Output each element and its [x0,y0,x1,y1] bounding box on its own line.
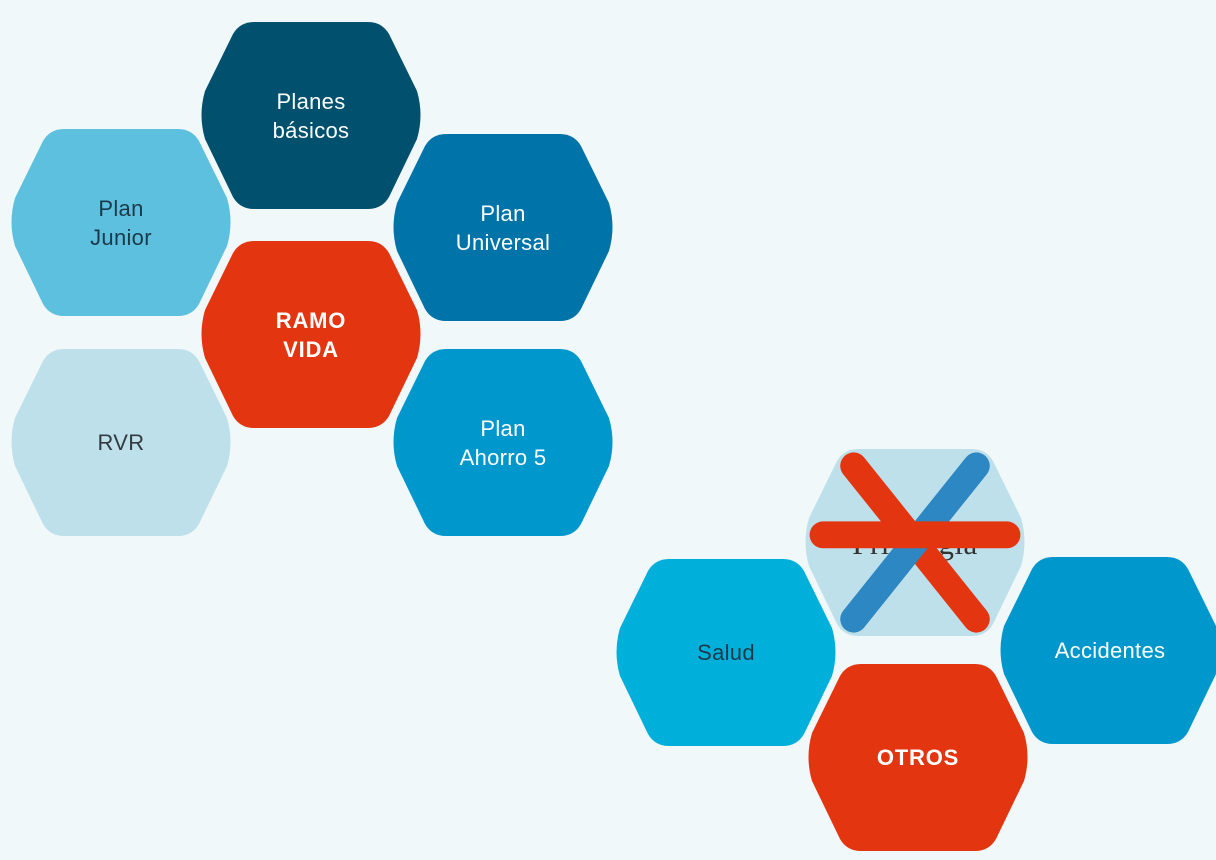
hex-shape [393,349,613,536]
hex-shape [201,241,421,428]
hex-plan-universal[interactable]: Plan Universal [388,125,618,330]
hex-otros[interactable]: OTROS [803,655,1033,860]
hex-plan-junior[interactable]: Plan Junior [6,120,236,325]
hex-label: Plan Junior [90,195,152,250]
hex-shape [1000,557,1216,744]
hex-label: Planes básicos [272,88,350,143]
hex-shape [808,664,1028,851]
hex-accidentes[interactable]: Accidentes [995,548,1216,753]
hex-label: Accidentes [1054,638,1166,663]
hex-shape [616,559,836,746]
hex-label: Plan Universal [455,200,551,255]
hex-plan-ahorro-5[interactable]: Plan Ahorro 5 [388,340,618,545]
hex-label: RAMO VIDA [275,307,347,362]
hex-shape [201,22,421,209]
hex-ramo-vida[interactable]: RAMO VIDA [196,232,426,437]
hex-label: OTROS [876,745,960,770]
hex-shape [11,349,231,536]
hex-shape [11,129,231,316]
hex-label: Plan Ahorro 5 [459,415,547,470]
privilegia-logo: Privilegia [800,440,1030,645]
hex-rvr[interactable]: RVR [6,340,236,545]
hex-label: Salud [697,640,755,665]
hex-privilegia[interactable]: Privilegia [800,440,1030,645]
hex-shape [393,134,613,321]
hex-planes-basicos[interactable]: Planes básicos [196,13,426,218]
hex-salud[interactable]: Salud [611,550,841,755]
privilegia-star-icon [809,452,1021,633]
hex-label: RVR [97,430,145,455]
